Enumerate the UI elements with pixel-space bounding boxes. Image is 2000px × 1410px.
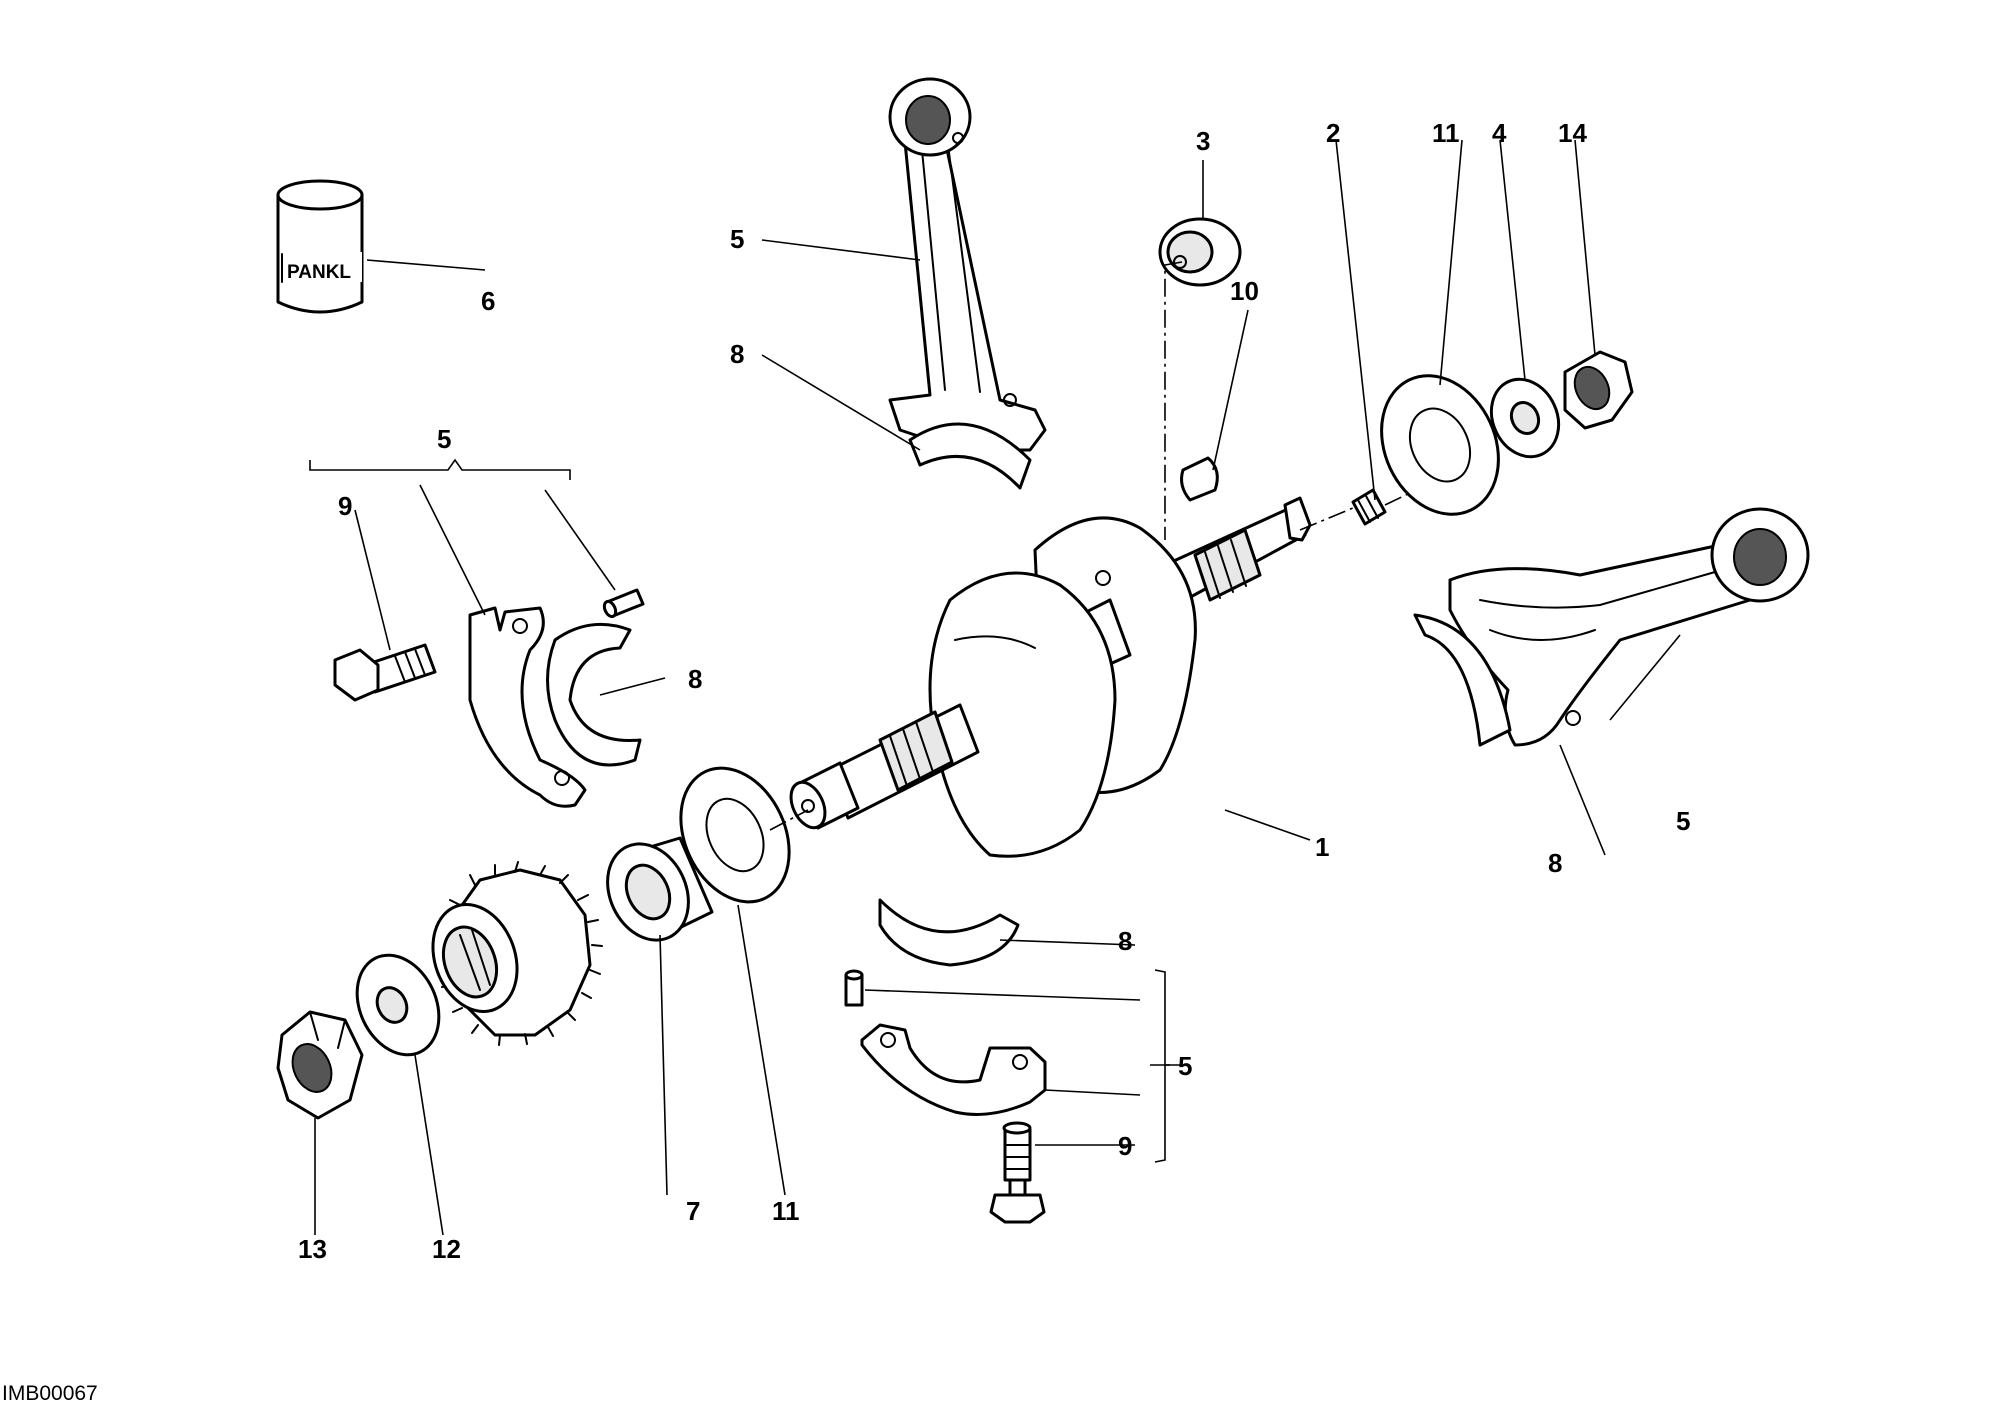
- pankl-brand-label: PANKL: [287, 262, 351, 283]
- plug-part: [1158, 217, 1242, 287]
- shim-bottom-part: [679, 766, 791, 904]
- assembly-axis-upper: [1164, 261, 1183, 540]
- half-bearing-top-part: [908, 422, 1032, 490]
- callout-shim-bottom: 11: [772, 1196, 800, 1226]
- conrod-cap-bottom-part: [860, 1023, 1047, 1116]
- assembly-axis-left: [769, 809, 809, 831]
- pankl-bottle-part: PANKL: [276, 179, 364, 314]
- connecting-rod-right-part: [1448, 507, 1810, 747]
- half-bearing-right-part: [1413, 613, 1512, 747]
- washer-right-part: [1489, 377, 1561, 459]
- callout-conrod-kit-left: 5: [437, 424, 451, 454]
- callout-conrod-kit-bottom: 5: [1178, 1051, 1192, 1081]
- grub-screw-part: [1351, 488, 1387, 526]
- assembly-axis-right-2: [1384, 492, 1411, 506]
- screw-left-part: [333, 643, 437, 702]
- callout-pankl-bottle: 6: [481, 286, 495, 316]
- nut-part: [276, 1010, 364, 1120]
- connecting-rod-top-part: [888, 77, 1047, 452]
- callout-half-bearing-bottom: 8: [1118, 926, 1132, 956]
- shim-top-right-part: [1380, 374, 1500, 516]
- callout-bushing: 7: [686, 1196, 700, 1226]
- callout-crankshaft: 1: [1315, 832, 1329, 862]
- crankshaft-part: [789, 496, 1312, 858]
- nut-right-part: [1563, 350, 1634, 430]
- callout-half-bearing-left: 8: [688, 664, 702, 694]
- leader-lines: [309, 139, 1681, 1236]
- callout-screw-left: 9: [338, 491, 352, 521]
- assembly-axis-right: [1299, 507, 1354, 531]
- callout-nut-right: 14: [1558, 118, 1587, 148]
- callout-half-bearing-right: 8: [1548, 848, 1562, 878]
- callout-nut: 13: [298, 1234, 327, 1264]
- callout-half-bearing-top: 8: [730, 339, 744, 369]
- callout-washer-left: 12: [432, 1234, 461, 1264]
- callout-washer-right: 4: [1492, 118, 1507, 148]
- conrod-cap-left-part: [468, 606, 587, 808]
- callout-conrod-right: 5: [1676, 806, 1690, 836]
- bushing-part: [606, 836, 714, 942]
- screw-bottom-part: [989, 1121, 1046, 1224]
- half-bearing-bottom-part: [878, 898, 1020, 967]
- dowel-pin-bottom-part: [844, 969, 864, 1007]
- half-bearing-left-part: [546, 622, 642, 767]
- dowel-pin-left-part: [602, 588, 645, 619]
- callout-key: 10: [1230, 276, 1259, 306]
- callout-conrod-top: 5: [730, 224, 744, 254]
- figure-code: IMB00067: [2, 1382, 98, 1405]
- callout-plug: 3: [1196, 126, 1210, 156]
- washer-left-part: [355, 953, 441, 1057]
- callout-shim-top-right: 11: [1432, 118, 1460, 148]
- woodruff-key-part: [1180, 456, 1219, 502]
- callout-grub-screw: 2: [1326, 118, 1340, 148]
- callout-screw-bottom: 9: [1118, 1131, 1132, 1161]
- timing-gear-part: [431, 861, 603, 1046]
